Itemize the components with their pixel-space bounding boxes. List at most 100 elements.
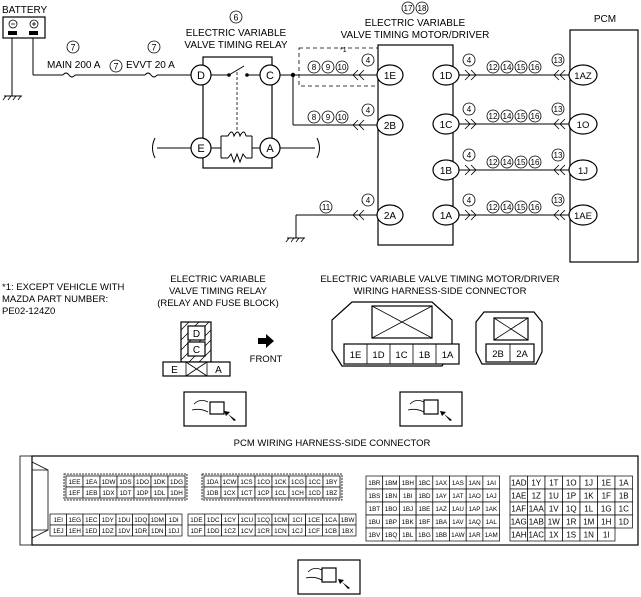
- svg-text:1AZ: 1AZ: [574, 71, 592, 82]
- svg-text:4: 4: [467, 196, 472, 205]
- pcm-pin-label: 1CQ: [257, 517, 270, 524]
- pcm-pin-label: 1CK: [274, 479, 287, 486]
- pcm-pin-label: 1DQ: [134, 517, 147, 524]
- motor-connector-small: 2B 2A: [475, 311, 543, 365]
- relay-terminal-c: C: [259, 64, 281, 86]
- pcm-pin-label: 1BJ: [402, 506, 413, 513]
- relay-conn-title-line1: ELECTRIC VARIABLE: [170, 274, 265, 285]
- pcm-pin-label: 1DP: [136, 490, 148, 497]
- svg-text:12: 12: [489, 158, 498, 167]
- pcm-pin-label: 1BA: [435, 519, 448, 526]
- pcm-pin-label: 1EE: [69, 479, 81, 486]
- pcm-pin-label: 1C: [619, 504, 629, 513]
- pcm-pin-label: 1EJ: [53, 528, 64, 535]
- svg-text:4: 4: [467, 56, 472, 65]
- svg-text:1B: 1B: [440, 166, 453, 177]
- pcm-pin-label: 1DT: [120, 490, 132, 497]
- pcm-pin-label: 1Z: [532, 491, 541, 500]
- callout-relay: 6: [229, 10, 243, 24]
- pcm-pin-cell: [165, 524, 183, 537]
- pcm-pin-label: 1AE: [511, 491, 526, 500]
- pcm-pin-label: 1BI: [403, 493, 413, 500]
- svg-text:2A: 2A: [384, 211, 397, 222]
- pcm-pin-label: 1DG: [170, 479, 183, 486]
- pcm-pin-label: 1CM: [274, 517, 287, 524]
- motor-terminal-2a: 2A: [376, 204, 404, 226]
- svg-text:2B: 2B: [384, 121, 397, 132]
- pcm-pin-label: 1DV: [118, 528, 131, 535]
- pcm-pin-label: 1CB: [325, 528, 337, 535]
- svg-text:1C: 1C: [395, 350, 407, 361]
- pcm-terminal-1ae: 1AE: [568, 204, 598, 226]
- pcm-pin-label: 1DF: [190, 528, 202, 535]
- relay-connector: D C E A: [162, 321, 231, 377]
- evvt-fuse-label: EVVT 20 A: [126, 60, 175, 71]
- svg-text:15: 15: [517, 63, 526, 72]
- motor-plug-icon: [399, 391, 463, 427]
- pcm-pin-label: 1CR: [257, 528, 270, 535]
- pcm-pin-label: 1DX: [102, 490, 115, 497]
- battery-symbol: [2, 16, 46, 96]
- callouts-row-4: 4 12 14 15 16 13: [462, 193, 565, 214]
- pcm-pin-label: 1CI: [292, 517, 302, 524]
- pcm-pin-label: 1AC: [528, 530, 544, 539]
- pcm-pin-label: 1AH: [511, 530, 527, 539]
- svg-text:13: 13: [554, 151, 563, 160]
- svg-text:2B: 2B: [492, 349, 504, 360]
- pcm-pin-label: 1M: [583, 517, 594, 526]
- callout-between: 7: [109, 59, 123, 73]
- pcm-pin-label: 1CW: [223, 479, 237, 486]
- pcm-pin-label: 1DU: [118, 517, 131, 524]
- pcm-pin-label: 1DR: [134, 528, 147, 535]
- pcm-pin-label: 1AM: [485, 532, 498, 539]
- motor-connector-main: 1E 1D 1C 1B 1A: [331, 301, 460, 367]
- svg-text:2A: 2A: [516, 349, 528, 360]
- pcm-pin-label: 1DJ: [168, 528, 179, 535]
- svg-text:16: 16: [531, 203, 540, 212]
- motor-terminal-1a: 1A: [432, 204, 460, 226]
- pcm-pin-label: 1EF: [69, 490, 81, 497]
- pcm-pin-label: 1AZ: [435, 506, 447, 513]
- pcm-pin-label: 1CU: [240, 517, 253, 524]
- pcm-pin-label: 1CZ: [224, 528, 236, 535]
- pcm-pin-label: 1CN: [274, 528, 287, 535]
- svg-text:4: 4: [366, 56, 371, 65]
- svg-text:13: 13: [554, 56, 563, 65]
- pcm-pin-label: 1AB: [529, 517, 544, 526]
- svg-text:C: C: [266, 70, 274, 82]
- pcm-pin-label: 1DE: [190, 517, 202, 524]
- pcm-pin-label: 1G: [601, 504, 612, 513]
- pcm-pin-label: 1A: [619, 478, 629, 487]
- svg-text:1A: 1A: [440, 211, 453, 222]
- pcm-pin-label: 1CL: [275, 490, 287, 497]
- pcm-pin-label: 1BM: [385, 480, 398, 487]
- pcm-terminal-1az: 1AZ: [568, 64, 598, 86]
- svg-text:12: 12: [489, 63, 498, 72]
- pcm-pin-label: 1CA: [325, 517, 338, 524]
- motor-terminal-2b: 2B: [376, 114, 404, 136]
- relay-title-line2: VALVE TIMING RELAY: [184, 40, 288, 51]
- svg-text:1C: 1C: [440, 120, 453, 131]
- pcm-pin-label: 1T: [549, 478, 558, 487]
- pcm-pin-label: 1CJ: [292, 528, 303, 535]
- pcm-pin-label: 1EG: [68, 517, 81, 524]
- relay-conn-title-line3: (RELAY AND FUSE BLOCK): [157, 298, 279, 309]
- pcm-pin-label: 1BV: [368, 532, 381, 539]
- svg-text:1E: 1E: [384, 71, 397, 82]
- main-fuse-icon: [62, 72, 76, 78]
- pcm-pin-label: 1R: [566, 517, 576, 526]
- motor-pcm-wires: [459, 69, 572, 221]
- pcm-pin-label: 1AK: [485, 506, 498, 513]
- pcm-pin-label: 1O: [566, 478, 577, 487]
- svg-text:1A: 1A: [442, 350, 454, 361]
- pcm-pin-label: 1CE: [308, 517, 320, 524]
- evvt-fuse-icon: [144, 72, 158, 78]
- pcm-pin-label: 1V: [549, 504, 559, 513]
- pcm-pin-label: 1DK: [153, 479, 166, 486]
- footnote-mark: *1: [340, 47, 347, 54]
- svg-text:1D: 1D: [440, 71, 453, 82]
- relay-terminal-e: E: [190, 137, 212, 159]
- svg-text:D: D: [193, 329, 200, 340]
- pcm-pin-label: 1BH: [402, 480, 415, 487]
